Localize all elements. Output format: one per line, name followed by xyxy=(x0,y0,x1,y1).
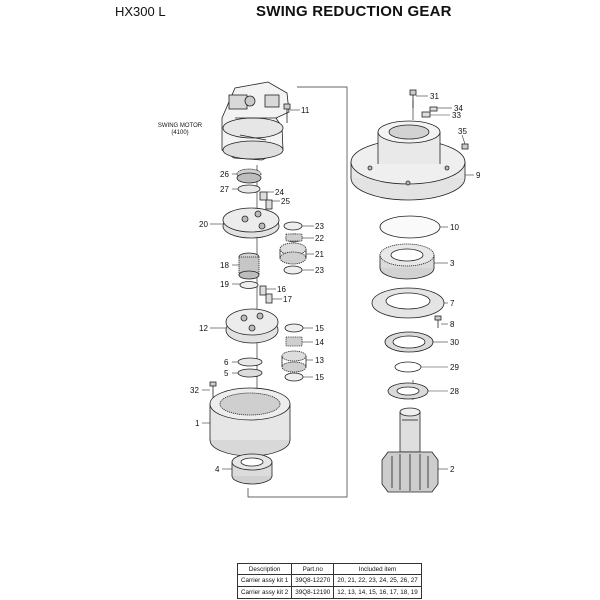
callout-14: 14 xyxy=(315,338,324,347)
table-row: Carrier assy kit 1 39Q8-12270 20, 21, 22… xyxy=(236,574,422,587)
column-header-description: Description xyxy=(236,563,293,575)
plug-part-35 xyxy=(461,143,469,150)
ring-part-5 xyxy=(237,368,263,378)
column-header-included-item: Included item xyxy=(333,563,422,575)
callout-4: 4 xyxy=(215,465,220,474)
callout-23a: 23 xyxy=(315,222,324,231)
gasket-part-10 xyxy=(379,215,441,239)
pin-part-17 xyxy=(265,293,273,304)
thrust-washer-part-27 xyxy=(237,184,261,194)
callout-8: 8 xyxy=(450,320,455,329)
planet-gear-part-13 xyxy=(281,350,307,373)
ring-gear-part-1 xyxy=(209,387,291,457)
callout-1: 1 xyxy=(195,419,200,428)
callout-12: 12 xyxy=(199,324,208,333)
part-33 xyxy=(421,111,431,118)
table-header-row: Description Part.no Included item xyxy=(236,563,422,575)
callout-27: 27 xyxy=(220,185,229,194)
ring-part-6 xyxy=(237,357,263,367)
oil-seal-inner xyxy=(392,335,426,349)
callout-2: 2 xyxy=(450,465,455,474)
callout-25: 25 xyxy=(281,197,290,206)
callout-26: 26 xyxy=(220,170,229,179)
cover-part-7 xyxy=(371,287,445,319)
callout-16: 16 xyxy=(277,285,286,294)
table-row: Carrier assy kit 2 39Q8-12190 12, 13, 14… xyxy=(236,586,422,599)
callout-15b: 15 xyxy=(315,373,324,382)
sun-gear-part-26 xyxy=(236,168,262,184)
page-title: SWING REDUCTION GEAR xyxy=(256,3,452,20)
washer-part-23a xyxy=(283,221,303,231)
cell-included-item: 20, 21, 22, 23, 24, 25, 26, 27 xyxy=(333,574,422,587)
carrier-part-20 xyxy=(222,207,280,239)
callout-17: 17 xyxy=(283,295,292,304)
pin-part-16 xyxy=(259,285,267,296)
swing-motor-part xyxy=(221,81,290,161)
callout-10: 10 xyxy=(450,223,459,232)
thrust-washer-part-19 xyxy=(239,281,259,289)
callout-23b: 23 xyxy=(315,266,324,275)
plug-part-31 xyxy=(409,89,417,108)
callout-7: 7 xyxy=(450,299,455,308)
callout-20: 20 xyxy=(199,220,208,229)
cell-included-item: 12, 13, 14, 15, 16, 17, 18, 19 xyxy=(333,586,422,599)
washer-part-15a xyxy=(284,323,304,333)
pin-part-24 xyxy=(259,191,268,201)
pinion-shaft-part-2 xyxy=(381,407,439,493)
bolt-part-8 xyxy=(434,315,442,328)
washer-part-23b xyxy=(283,265,303,275)
callout-24: 24 xyxy=(275,188,284,197)
washer-part-15b xyxy=(284,372,304,382)
callout-21: 21 xyxy=(315,250,324,259)
cell-description: Carrier assy kit 1 xyxy=(236,574,293,587)
callout-35: 35 xyxy=(458,127,467,136)
bolt-part-11 xyxy=(283,103,291,123)
callout-31: 31 xyxy=(430,92,439,101)
callout-13: 13 xyxy=(315,356,324,365)
carrier-kit-table: Description Part.no Included item Carrie… xyxy=(236,563,422,599)
callout-18: 18 xyxy=(220,261,229,270)
bolt-part-32 xyxy=(209,381,217,398)
sun-gear-part-18 xyxy=(238,252,260,280)
callout-9: 9 xyxy=(476,171,481,180)
bearing-part-4 xyxy=(231,453,273,485)
callout-33: 33 xyxy=(452,111,461,120)
callout-5: 5 xyxy=(224,369,229,378)
callout-19: 19 xyxy=(220,280,229,289)
ring-part-29 xyxy=(394,361,422,373)
collar-part-28 xyxy=(387,382,429,400)
callout-28: 28 xyxy=(450,387,459,396)
callout-32: 32 xyxy=(190,386,199,395)
callout-22: 22 xyxy=(315,234,324,243)
callout-30: 30 xyxy=(450,338,459,347)
casing-part-9 xyxy=(350,120,466,201)
carrier-part-12 xyxy=(225,308,279,344)
callout-11: 11 xyxy=(301,106,310,115)
swing-motor-code: (4100) xyxy=(171,130,188,136)
cell-part-no: 39Q8-12270 xyxy=(291,574,335,587)
pin-part-25 xyxy=(265,199,273,210)
callout-29: 29 xyxy=(450,363,459,372)
swing-motor-label: SWING MOTOR xyxy=(158,123,203,129)
part-34 xyxy=(429,106,438,112)
cell-description: Carrier assy kit 2 xyxy=(236,586,293,599)
callout-3: 3 xyxy=(450,259,455,268)
cell-part-no: 39Q8-12190 xyxy=(291,586,335,599)
needle-bearing-part-22 xyxy=(285,233,303,243)
callout-15a: 15 xyxy=(315,324,324,333)
needle-bearing-part-14 xyxy=(285,336,303,347)
leader-lines xyxy=(202,95,474,470)
model-label: HX300 L xyxy=(115,4,166,19)
planet-gear-part-21 xyxy=(279,242,307,265)
callout-6: 6 xyxy=(224,358,229,367)
callout-34: 34 xyxy=(454,104,463,113)
bearing-part-3 xyxy=(379,243,435,280)
column-header-part-no: Part.no xyxy=(291,563,335,575)
